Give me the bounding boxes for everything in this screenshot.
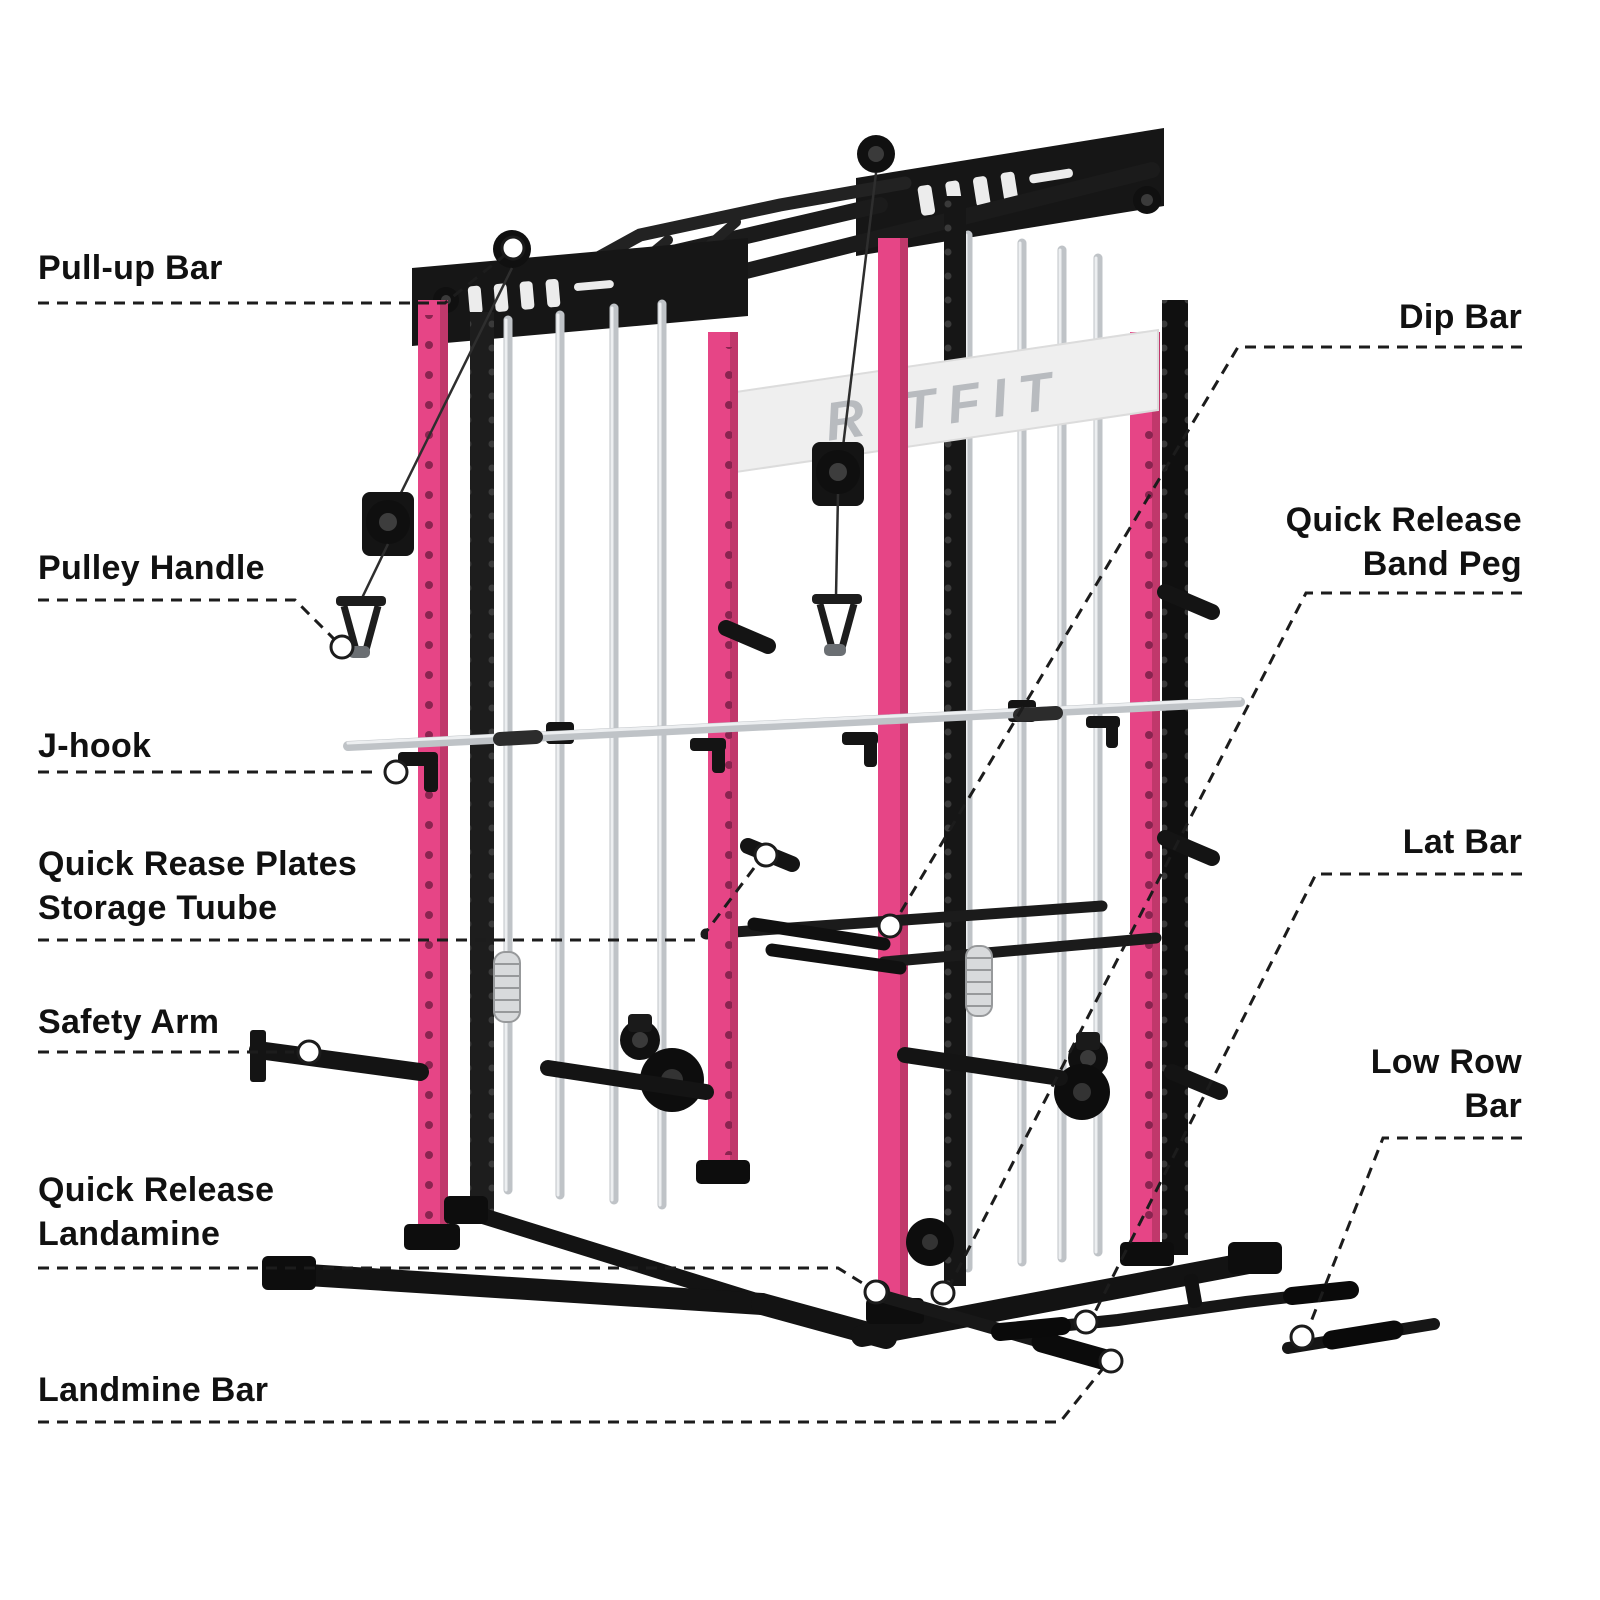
pulley-trolley-right [812, 442, 864, 656]
callout-label-plates-storage-tube: Quick Rease Plates Storage Tuube [38, 845, 358, 928]
callout-label-quick-release-landmine: Quick Release Landamine [38, 1171, 275, 1254]
upright-right [1130, 332, 1160, 1250]
barbell [343, 697, 1245, 751]
leader-dip-bar [894, 345, 1522, 921]
pulley-trolley-left [336, 492, 414, 658]
callout-dot-dip-bar [877, 913, 903, 939]
callout-label-dip-bar: Dip Bar [1398, 298, 1522, 336]
callout-label-low-row-bar: Low Row Bar [1370, 1043, 1522, 1126]
callout-label-pulley-handle: Pulley Handle [38, 549, 265, 587]
callout-label-j-hook: J-hook [38, 727, 152, 765]
jhooks-and-barbell [343, 697, 1245, 792]
leader-low-row-bar [1305, 1136, 1522, 1333]
front-frame [418, 299, 800, 1235]
callout-dot-plates-storage-tube [753, 842, 779, 868]
pulley-handle-right [812, 594, 862, 656]
leader-pulley-handle [38, 598, 340, 645]
callout-dot-pull-up-bar [500, 235, 526, 261]
leader-pull-up-bar [38, 249, 511, 305]
spring-right [965, 945, 993, 1017]
callout-dot-quick-release-band-peg [930, 1280, 956, 1306]
upright-center [878, 238, 908, 1306]
leader-landmine-bar [38, 1365, 1107, 1424]
callout-label-lat-bar: Lat Bar [1402, 823, 1522, 861]
mid-structures [700, 900, 1162, 1120]
leader-lines [38, 249, 1522, 1424]
leader-plates-storage-tube [38, 859, 762, 942]
callout-dot-pulley-handle [329, 634, 355, 660]
callout-label-landmine-bar: Landmine Bar [38, 1371, 269, 1409]
callout-dot-safety-arm [296, 1039, 322, 1065]
leader-quick-release-band-peg [947, 591, 1522, 1288]
callout-dots [296, 235, 1315, 1374]
callout-label-pull-up-bar: Pull-up Bar [38, 249, 223, 287]
band-pegs-right [1157, 584, 1228, 1100]
leader-quick-release-landmine [38, 1266, 873, 1291]
safety-arm-flange [250, 1030, 266, 1082]
safety-arms [249, 1041, 1068, 1100]
pulley-trolleys [336, 172, 878, 658]
callout-dot-j-hook [383, 759, 409, 785]
callout-dot-low-row-bar [1289, 1324, 1315, 1350]
callout-dot-landmine-bar [1098, 1348, 1124, 1374]
callout-dot-lat-bar [1073, 1309, 1099, 1335]
leader-lat-bar [1091, 872, 1522, 1317]
base-frame [262, 1160, 1282, 1349]
dip-bars [747, 917, 907, 975]
spring-left [493, 951, 521, 1023]
callout-label-safety-arm: Safety Arm [38, 1003, 220, 1041]
callout-dot-quick-release-landmine [863, 1279, 889, 1305]
top-frame [412, 128, 1164, 346]
callout-label-quick-release-band-peg: Quick Release Band Peg [1285, 501, 1522, 584]
